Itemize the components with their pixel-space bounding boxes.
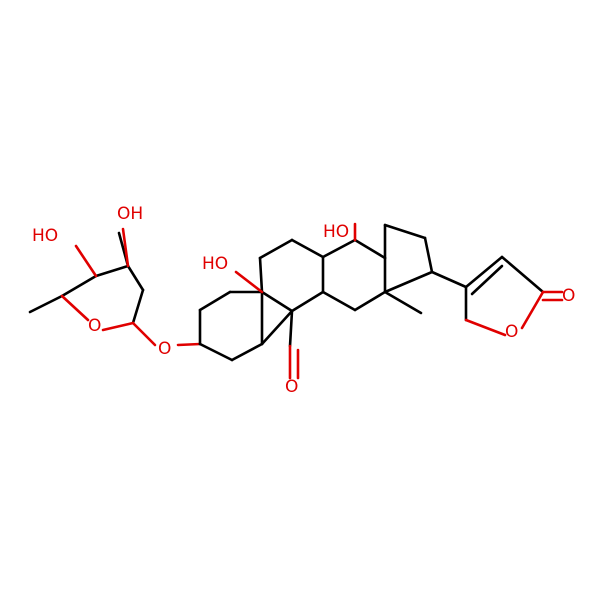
bonds [28,222,564,380]
bond [353,238,387,260]
bond [198,290,232,312]
bond [353,290,387,312]
bond [74,244,98,278]
bond [288,309,294,348]
bond [94,264,130,278]
bond [383,270,434,294]
bond [321,238,357,259]
carbonyl-oxygen-label: O [562,286,575,306]
hydroxyl-label: OH [117,204,143,224]
bond [423,236,434,274]
bond [290,290,325,313]
bond [234,270,264,294]
atom-labels: OH HO O O HO HO O O O [32,204,575,397]
ring-oxygen-label: O [88,316,101,336]
bond [383,290,423,315]
aldehyde-oxygen-label: O [285,377,298,397]
bond [520,290,545,330]
bond [176,342,202,347]
lactone-oxygen-label: O [505,322,518,342]
hydroxyl-label: HO [32,226,58,246]
hydroxyl-label: HO [323,222,349,242]
bond [126,264,145,292]
bond [260,290,294,313]
bond [383,223,427,240]
bond [198,342,234,362]
bond [290,238,325,259]
bond [464,318,507,337]
bond [500,255,545,294]
bond [258,256,264,294]
bond [28,294,64,314]
bond [121,227,130,268]
bond [101,321,135,332]
glycosidic-oxygen-label: O [158,339,171,359]
hydroxyl-label: HO [202,254,228,274]
bond [258,238,294,260]
bond [470,264,504,296]
bond [131,288,145,325]
bond [260,309,294,346]
bond [464,255,504,289]
bond [60,274,98,298]
bond [60,294,90,322]
bond [430,270,468,289]
bond [230,342,264,362]
bond [321,290,357,312]
bond [131,321,157,347]
